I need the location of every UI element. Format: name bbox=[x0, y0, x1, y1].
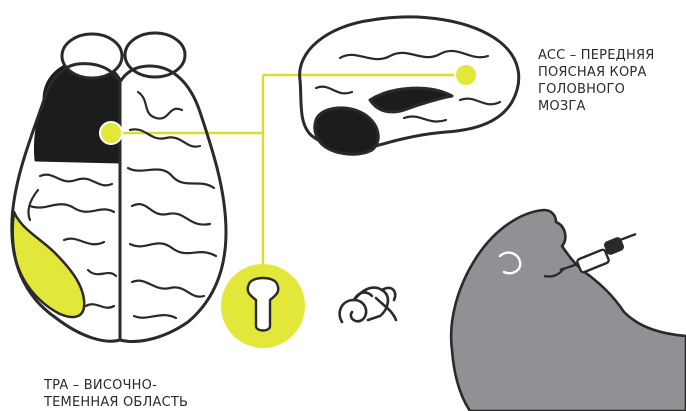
tpa-label-line-1: TPA – ВИСОЧНО- bbox=[44, 377, 188, 394]
tpa-yellow-region bbox=[13, 212, 85, 317]
tpa-label-line-2: ТЕМЕННАЯ ОБЛАСТЬ bbox=[44, 394, 188, 411]
acc-label-line-1: ACC – ПЕРЕДНЯЯ bbox=[538, 47, 654, 64]
acc-label: ACC – ПЕРЕДНЯЯ ПОЯСНАЯ КОРА ГОЛОВНОГО МО… bbox=[538, 47, 654, 115]
corpus-callosum-dark-region bbox=[370, 88, 452, 112]
brain-sagittal-view-icon bbox=[300, 17, 519, 154]
acc-node bbox=[455, 64, 477, 86]
tpa-label: TPA – ВИСОЧНО- ТЕМЕННАЯ ОБЛАСТЬ bbox=[44, 377, 188, 411]
brain-top-view-icon bbox=[12, 33, 226, 341]
brainstem-icon bbox=[221, 264, 305, 348]
inner-ear-icon bbox=[340, 288, 396, 322]
acc-label-line-3: ГОЛОВНОГО bbox=[538, 81, 654, 98]
lying-head-with-dropper-icon bbox=[451, 210, 686, 411]
acc-label-line-4: МОЗГА bbox=[538, 98, 654, 115]
acc-label-line-2: ПОЯСНАЯ КОРА bbox=[538, 64, 654, 81]
brain-top-node bbox=[100, 122, 122, 144]
cerebellum-dark-region bbox=[315, 108, 378, 154]
